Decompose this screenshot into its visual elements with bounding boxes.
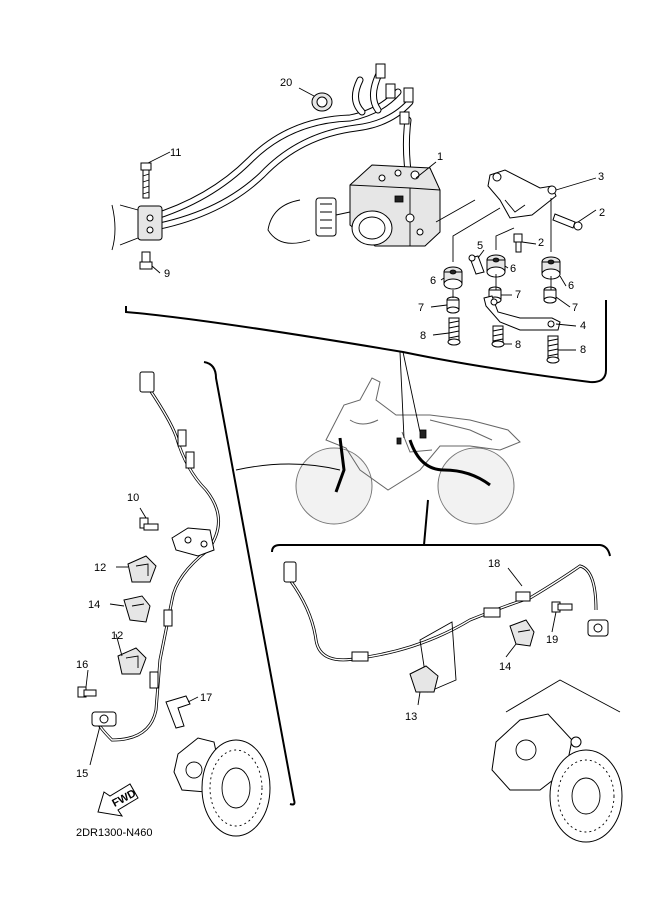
callout-3: 3 (598, 171, 604, 183)
motorcycle-outline (295, 351, 521, 525)
callout-11: 11 (170, 147, 181, 159)
front-brake-disc (201, 739, 271, 837)
callout-leaders (85, 87, 597, 766)
rear-brake-disc (549, 749, 623, 843)
callout-8: 8 (515, 339, 521, 351)
callout-6: 6 (568, 280, 574, 292)
callout-8: 8 (580, 344, 586, 356)
bolt-11 (140, 162, 152, 199)
rear-panel-border (271, 544, 611, 557)
callout-labels: 1 2 2 3 4 5 6 6 6 7 7 7 8 8 8 9 10 11 12… (76, 77, 605, 780)
callout-12: 12 (94, 562, 106, 574)
bolt-8 (546, 335, 560, 364)
bolt-10 (139, 517, 159, 531)
clamp-13 (409, 621, 457, 693)
front-panel-border (203, 361, 296, 806)
callout-2: 2 (538, 237, 544, 249)
callout-6: 6 (430, 275, 436, 287)
callout-8: 8 (420, 330, 426, 342)
clamp-12 (127, 555, 157, 583)
callout-14: 14 (499, 661, 511, 673)
clamp-17 (165, 695, 191, 729)
hose-clamp-20 (311, 92, 333, 112)
front-wheel-sensor-15 (91, 711, 117, 727)
clamp-14 (509, 619, 535, 647)
hose-fitting (375, 63, 414, 125)
callout-17: 17 (200, 692, 212, 704)
damper-6 (486, 254, 506, 278)
callout-15: 15 (76, 768, 88, 780)
sensor-connector (283, 561, 297, 583)
callout-6: 6 (510, 263, 516, 275)
callout-10: 10 (127, 492, 139, 504)
collar-7 (543, 286, 557, 304)
callout-13: 13 (405, 711, 417, 723)
callout-20: 20 (280, 77, 292, 89)
assembly-guide-lines (435, 198, 552, 298)
collar-7 (446, 296, 460, 314)
callout-18: 18 (488, 558, 500, 570)
bracket-4 (483, 295, 561, 331)
callout-7: 7 (515, 289, 521, 301)
callout-2: 2 (599, 207, 605, 219)
rear-wheel-sensor-18 (587, 619, 609, 637)
clamp-14 (123, 595, 151, 623)
bolt-19 (551, 601, 573, 613)
sensor-bracket (171, 527, 215, 557)
bolt-5 (468, 254, 485, 275)
hose-joint (111, 204, 163, 251)
sensor-connector (139, 371, 155, 393)
callout-14: 14 (88, 599, 100, 611)
top-panel-border (125, 300, 607, 384)
callout-16: 16 (76, 659, 88, 671)
abs-hydraulic-unit-1 (267, 164, 441, 247)
callout-1: 1 (437, 151, 443, 163)
rear-sensor-panel (271, 499, 623, 843)
bolt-8 (491, 325, 505, 348)
callout-7: 7 (418, 302, 424, 314)
clamp-12 (117, 647, 147, 675)
callout-9: 9 (164, 268, 170, 280)
bolt-16 (77, 686, 97, 698)
bolt-9 (139, 251, 153, 270)
callout-19: 19 (546, 634, 558, 646)
diagram-code: 2DR1300-N460 (76, 827, 152, 839)
bracket-3 (487, 169, 557, 219)
damper-6 (541, 256, 561, 280)
forward-arrow-icon: FWD (97, 783, 139, 817)
bolt-2 (513, 233, 523, 253)
callout-5: 5 (477, 240, 483, 252)
bolt-2 (552, 213, 583, 231)
bolt-8 (447, 317, 461, 346)
front-sensor-panel: FWD 2DR1300-N460 (76, 361, 341, 839)
damper-6 (443, 266, 463, 290)
callout-12: 12 (111, 630, 123, 642)
callout-7: 7 (572, 302, 578, 314)
abs-unit-panel (111, 63, 607, 384)
callout-4: 4 (580, 320, 586, 332)
